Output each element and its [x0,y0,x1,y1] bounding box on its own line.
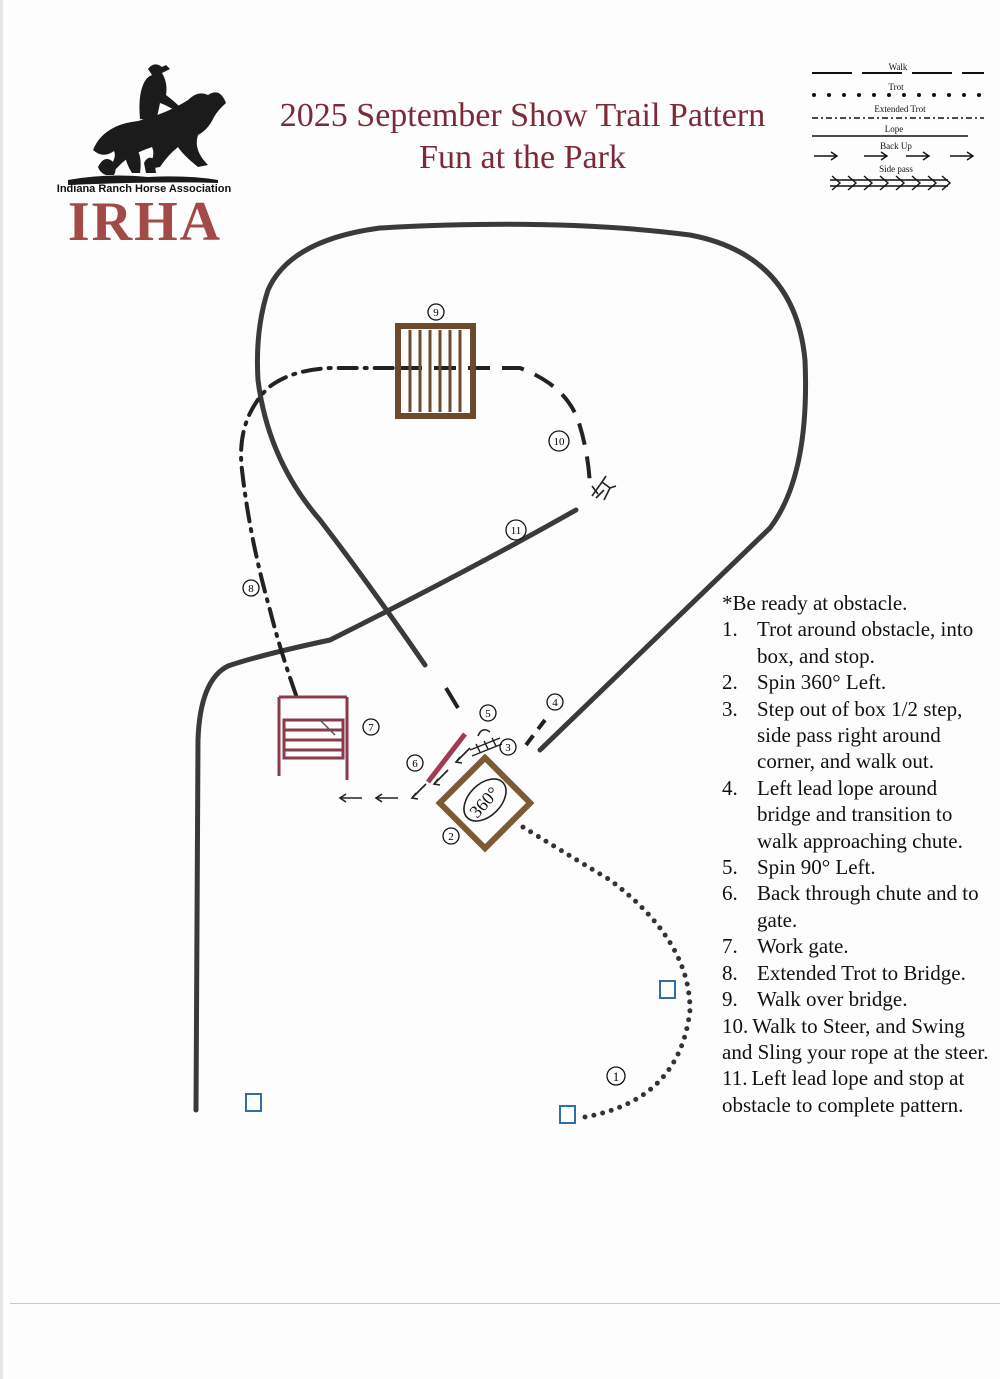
gait-legend: Walk Trot Extended Trot Lope Back Up Sid… [808,60,988,195]
chute-rail [426,732,467,784]
final-lope-path [193,507,579,1113]
irha-logo-icon [68,64,226,185]
instruction-step: 7.Work gate. [722,934,849,959]
obstacle-number-4: 4 [546,693,564,711]
obstacle-number-3: 3 [499,738,517,756]
instruction-step: 8.Extended Trot to Bridge. [722,960,966,985]
back-up-arrows [338,747,471,803]
box-obstacle [435,753,535,853]
instruction-step: 10.Walk to Steer, and Swing and Sling yo… [722,1013,989,1064]
svg-text:8: 8 [248,583,254,595]
legend-lope: Lope [884,124,904,134]
legend-back-up: Back Up [880,141,912,151]
svg-text:11: 11 [511,525,522,537]
svg-text:9: 9 [433,307,439,319]
page-subtitle: Fun at the Park [419,139,626,176]
legend-lines [812,72,986,191]
obstacle-number-5: 5 [479,704,497,722]
obstacle-number-11: 11 [505,519,527,541]
legend-walk: Walk [888,62,908,72]
instructions-list: 1.Trot around obstacle, into box, and st… [722,616,992,1118]
obstacle-number-10: 10 [548,430,570,452]
obstacle-number-9: 9 [427,303,445,321]
obstacle-number-1: 1 [606,1066,626,1086]
svg-text:5: 5 [485,708,491,720]
trot-path [515,821,693,1120]
svg-text:6: 6 [412,758,418,770]
obstacle-number-6: 6 [406,754,424,772]
cone-marker [559,1105,576,1124]
legend-side-pass: Side pass [879,164,913,174]
logo-association-name: Indiana Ranch Horse Association [56,183,232,195]
side-pass-marks [469,737,503,757]
instruction-step: 4.Left lead lope around bridge and trans… [722,775,963,853]
legend-trot: Trot [888,82,904,92]
instruction-step: 11.Left lead lope and stop at obstacle t… [722,1066,965,1117]
instruction-step: 5.Spin 90° Left. [722,855,876,880]
bridge-obstacle [395,323,476,419]
instructions-note: *Be ready at obstacle. [722,591,908,615]
pattern-instructions: *Be ready at obstacle. 1.Trot around obs… [722,590,992,1118]
obstacle-number-2: 2 [442,827,460,845]
svg-text:4: 4 [552,697,558,709]
cone-marker [245,1093,262,1112]
legend-extended-trot: Extended Trot [874,104,926,114]
instruction-step: 6.Back through chute and to gate. [722,881,979,932]
box-spin-label: 360° [465,783,503,822]
spin-circle [463,778,507,822]
instruction-step: 1.Trot around obstacle, into box, and st… [722,617,974,668]
svg-text:2: 2 [448,831,454,843]
scan-edge [0,0,3,1379]
instruction-step: 9.Walk over bridge. [722,987,908,1012]
lope-loop-path [254,221,809,753]
page-bottom-rule [10,1303,1000,1304]
svg-text:3: 3 [505,742,511,754]
obstacle-number-7: 7 [362,718,380,736]
svg-text:10: 10 [554,436,566,448]
instruction-step: 3.Step out of box 1/2 step, side pass ri… [722,696,963,774]
walk-to-chute-path [444,686,460,710]
cone-marker [659,980,676,999]
page-title: 2025 September Show Trail Pattern [279,97,766,134]
svg-text:7: 7 [368,722,374,734]
extended-trot-path [239,366,397,697]
logo-abbreviation: IRHA [67,191,223,253]
walk-out-path [524,718,547,747]
spin-90-mark [477,728,491,737]
gate-obstacle [277,695,349,780]
obstacle-number-8: 8 [242,579,260,597]
instruction-step: 2.Spin 360° Left. [722,670,887,695]
svg-text:1: 1 [613,1069,620,1084]
walk-path [400,366,592,486]
steer-icon [591,475,617,501]
